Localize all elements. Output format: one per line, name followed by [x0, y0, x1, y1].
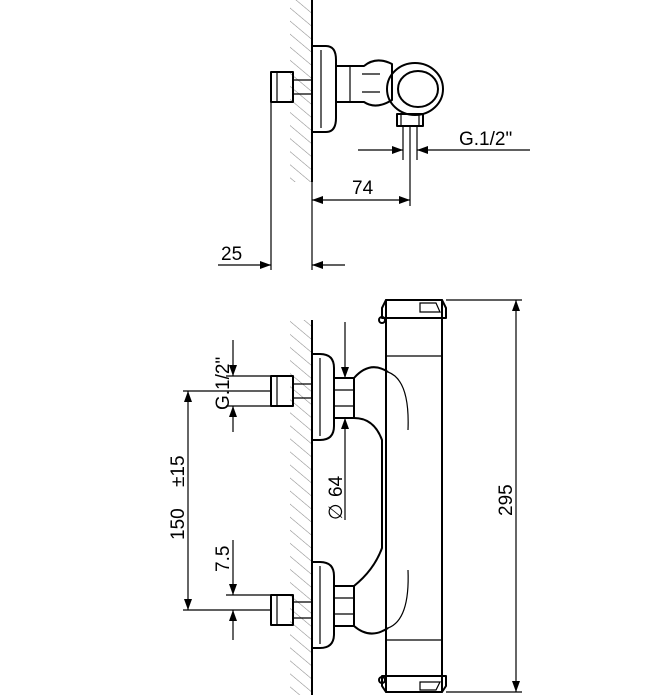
front-view: ∅ 64 G.1/2" 150 ±15: [168, 299, 522, 695]
front-wall-hatch: [290, 320, 312, 695]
lower-nut: [333, 585, 355, 627]
side-thread-label: G.1/2": [459, 129, 512, 150]
flange-diameter-label: 64: [326, 475, 347, 497]
upper-flange: [311, 353, 335, 441]
side-depth-dimension: 74: [312, 126, 411, 206]
inlet-spacing-label: 150: [168, 508, 189, 540]
side-wall-hatch: [290, 0, 312, 182]
wall-offset-label: 25: [221, 244, 242, 265]
front-thread-dimension: G.1/2": [213, 340, 271, 432]
top-handle: [381, 299, 447, 319]
side-flange: [311, 45, 337, 133]
upper-inlet: [270, 353, 355, 441]
overall-height-dimension: 295: [446, 299, 522, 693]
side-handle-inner: [397, 70, 439, 108]
side-body: [335, 59, 393, 107]
upper-nut: [333, 377, 355, 419]
inlet-spacing-dimension: 150 ±15: [168, 390, 271, 611]
lower-flange: [311, 561, 335, 649]
inlet-offset-label: 7.5: [213, 546, 234, 572]
overall-height-label: 295: [496, 484, 517, 516]
side-view: G.1/2" 74 25: [218, 0, 530, 270]
thermostat-cartridge: [385, 299, 443, 693]
mixer-body: [353, 299, 447, 693]
inlet-offset-dimension: 7.5: [213, 540, 271, 640]
flange-diameter-dimension: ∅ 64: [326, 322, 349, 520]
side-inlet-stub: [270, 71, 312, 103]
side-thread-dimension: G.1/2": [358, 129, 530, 154]
side-depth-label: 74: [352, 178, 374, 199]
lower-inlet: [270, 561, 355, 649]
flange-diameter-symbol: ∅: [326, 503, 347, 520]
front-thread-label: G.1/2": [213, 357, 234, 410]
bottom-handle: [381, 675, 447, 693]
wall-offset-dimension: 25: [218, 102, 345, 270]
inlet-tolerance-label: ±15: [168, 455, 189, 487]
